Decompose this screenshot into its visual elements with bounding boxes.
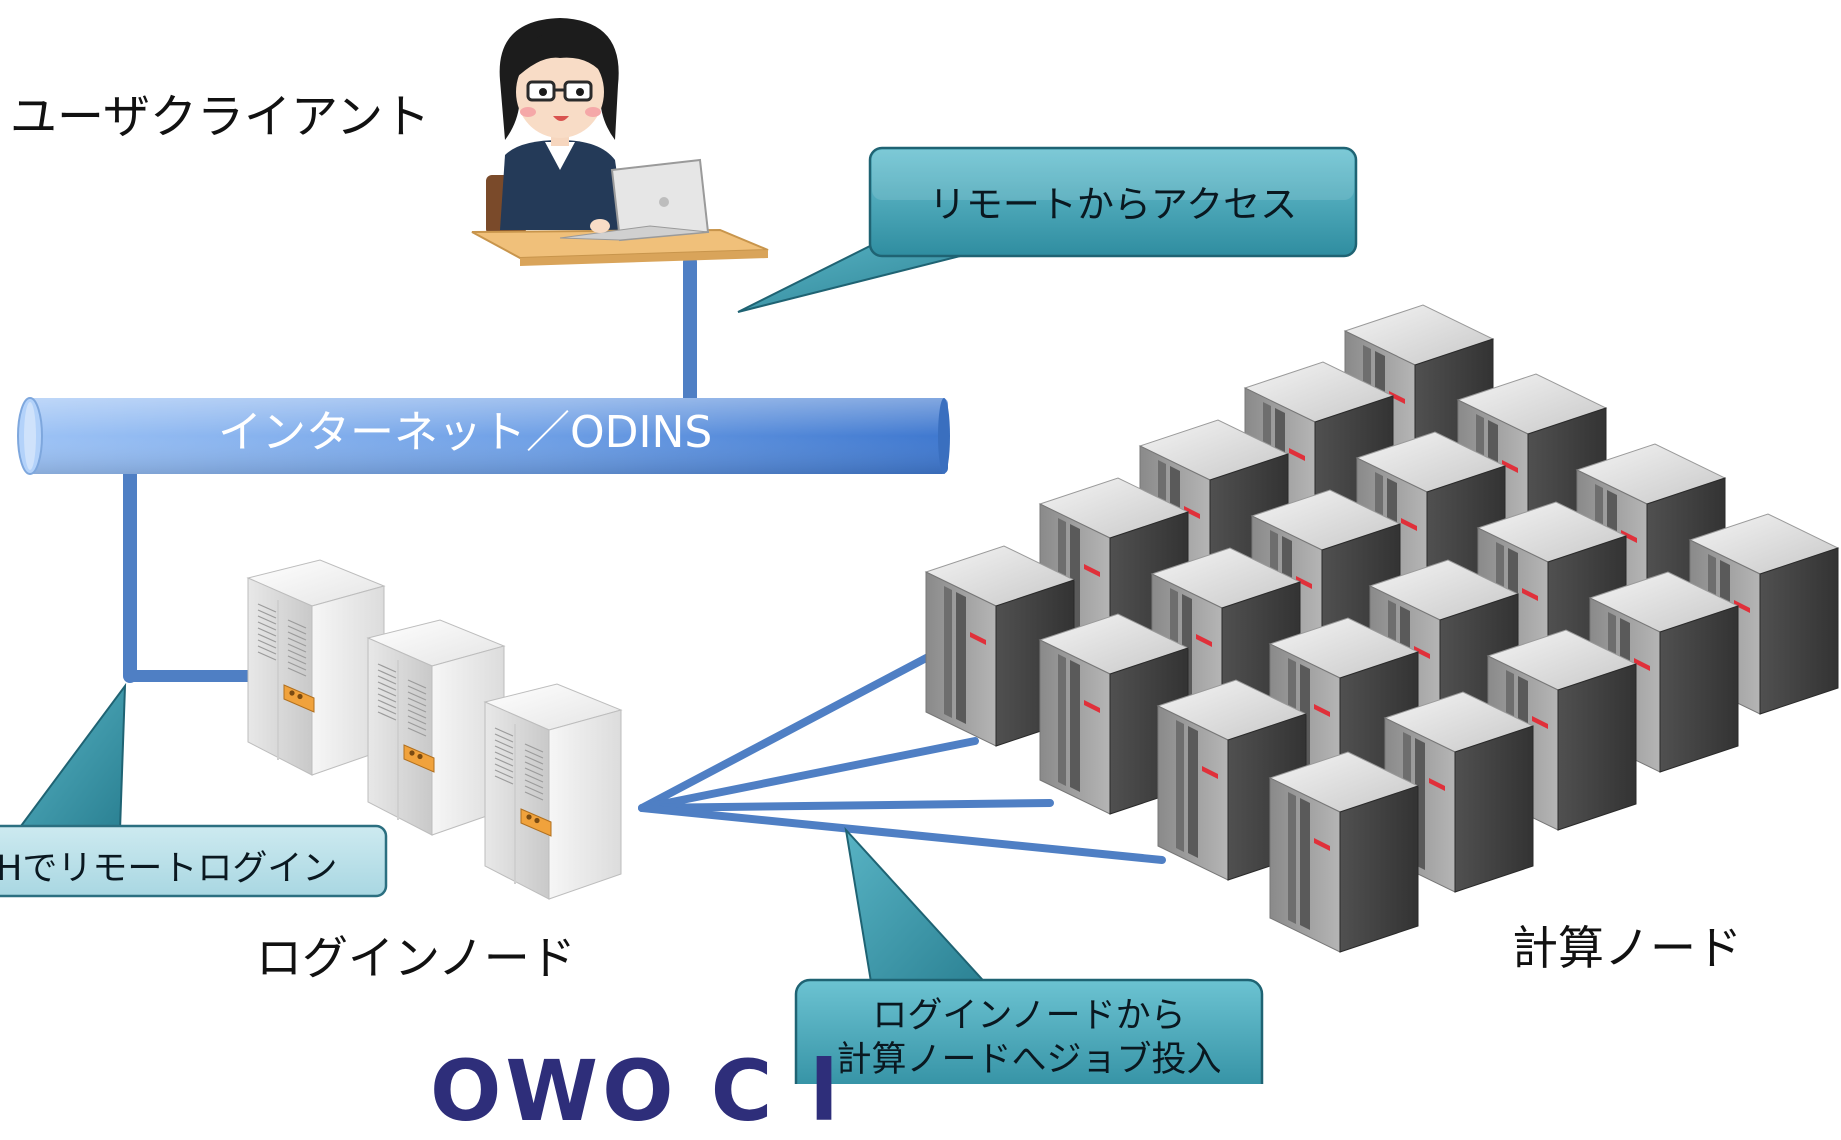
network-label: インターネット／ODINS bbox=[218, 407, 713, 458]
callout-job-submit bbox=[794, 826, 1264, 1084]
callout-remote-access-text: リモートからアクセス bbox=[928, 183, 1298, 226]
footer-partial-text: OWO C l bbox=[430, 1042, 843, 1140]
hpc-network-diagram bbox=[0, 18, 1839, 1084]
user-client-illustration bbox=[471, 18, 769, 266]
connection-lines bbox=[123, 255, 1166, 864]
callout-remote-access bbox=[737, 146, 1358, 313]
compute-node-servers bbox=[925, 304, 1839, 953]
callout-job-submit-text: ログインノードから 計算ノードへジョブ投入 bbox=[796, 994, 1262, 1082]
callout-job-submit-line2: 計算ノードへジョブ投入 bbox=[836, 1040, 1222, 1080]
login-node-label: ログインノード bbox=[256, 931, 576, 985]
user-client-label: ユーザクライアント bbox=[10, 90, 431, 145]
compute-node-label: 計算ノード bbox=[1512, 921, 1742, 975]
callout-job-submit-line1: ログインノードから bbox=[872, 996, 1186, 1036]
callout-ssh-login bbox=[0, 682, 388, 898]
callout-ssh-login-text: Hでリモートログイン bbox=[0, 849, 338, 889]
network-pipe bbox=[17, 397, 950, 475]
